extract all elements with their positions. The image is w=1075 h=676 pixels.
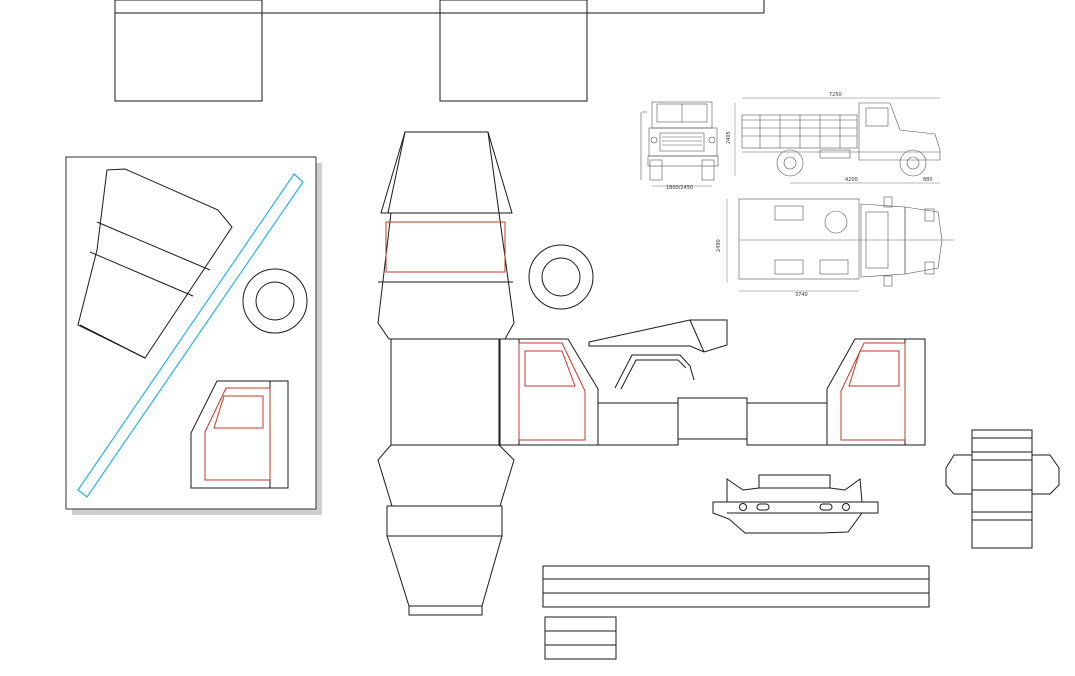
wheel-piece <box>242 268 308 334</box>
preview-panel <box>65 156 322 515</box>
wheel-piece-2 <box>528 244 594 310</box>
top-width-dimension: 2490 <box>716 239 722 252</box>
fold-guide-line <box>77 173 304 498</box>
wheelbase-dimension: 4200 <box>845 177 858 183</box>
cab-side-strip <box>499 338 926 446</box>
small-strip-piece <box>544 616 617 660</box>
side-length-dimension: 7250 <box>829 92 842 98</box>
front-width-dimension: 1800/2450 <box>666 185 693 191</box>
bumper-piece <box>712 474 879 534</box>
grille-box-piece <box>945 429 1060 549</box>
fender-piece <box>588 319 728 390</box>
top-cutout-strip <box>114 0 765 102</box>
top-left-panel <box>114 0 263 102</box>
long-strip-piece <box>542 565 930 608</box>
body-strip-vertical <box>377 131 515 616</box>
top-middle-panel <box>439 0 588 102</box>
door-piece <box>190 380 289 489</box>
truck-side-view-drawing: 7250 2405 4200 880 <box>726 92 941 184</box>
truck-top-view-drawing: 2490 3740 <box>716 196 955 298</box>
top-length-dimension: 3740 <box>795 292 808 298</box>
truck-front-view-drawing: 1800/2450 <box>640 101 719 191</box>
side-height-dimension: 2405 <box>726 131 732 144</box>
overhang-dimension: 880 <box>923 177 933 183</box>
cab-panel-piece <box>77 168 233 359</box>
